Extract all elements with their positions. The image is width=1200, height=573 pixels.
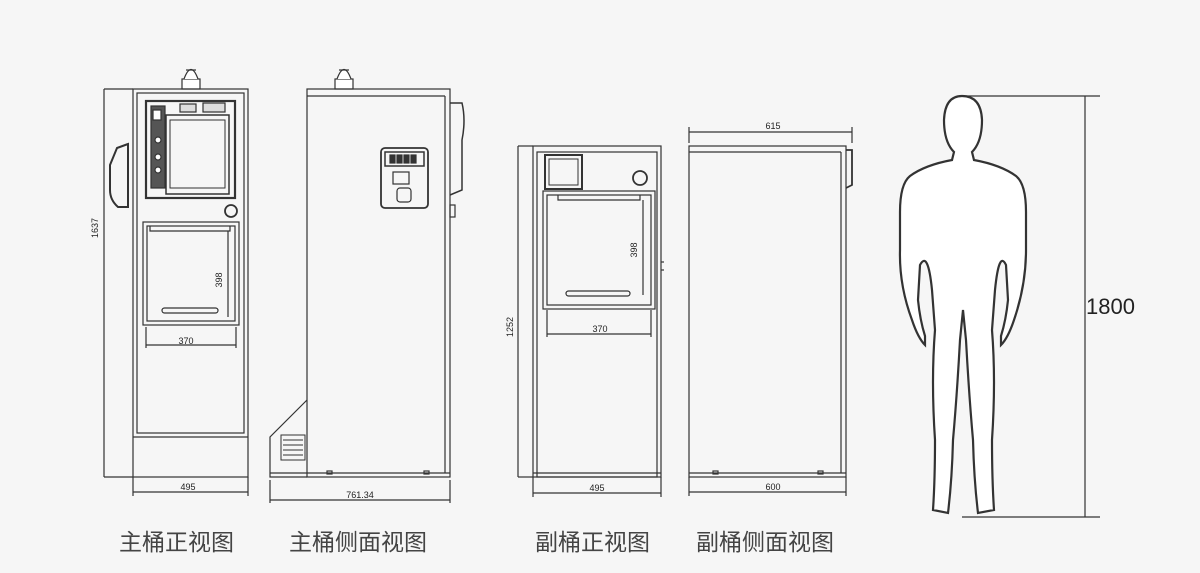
sub-opening-width-label: 370 bbox=[592, 324, 607, 334]
sub-width-label: 495 bbox=[589, 483, 604, 493]
sensor-icon bbox=[632, 170, 648, 186]
main-opening-width-label: 370 bbox=[178, 336, 193, 346]
warning-light-icon bbox=[334, 68, 354, 90]
sub-bin-side-view: 615 600 bbox=[688, 121, 853, 496]
caption-main-front: 主桶正视图 bbox=[119, 530, 234, 556]
sub-side-top-label: 615 bbox=[765, 121, 780, 131]
human-height-label: 1800 bbox=[1086, 294, 1135, 319]
caption-sub-front: 副桶正视图 bbox=[535, 530, 650, 556]
side-handle bbox=[109, 142, 129, 208]
human-silhouette-icon bbox=[898, 94, 1028, 515]
sub-bin-body bbox=[532, 145, 662, 478]
main-bin-side-view: 761.34 bbox=[269, 68, 465, 503]
side-base-ramp bbox=[269, 399, 308, 478]
sub-bin-front-view: 370 398 1252 495 bbox=[505, 145, 664, 497]
main-opening-door bbox=[142, 221, 240, 326]
main-opening-height-label: 398 bbox=[214, 272, 224, 287]
sub-side-depth-label: 600 bbox=[765, 482, 780, 492]
caption-sub-side: 副桶侧面视图 bbox=[696, 530, 834, 556]
main-side-depth-label: 761.34 bbox=[346, 490, 374, 500]
sub-side-body bbox=[688, 145, 847, 478]
caption-main-side: 主桶侧面视图 bbox=[289, 530, 427, 556]
main-side-body bbox=[306, 88, 451, 478]
control-panel bbox=[144, 99, 237, 200]
sensor-icon bbox=[224, 204, 238, 218]
payment-module bbox=[380, 147, 429, 209]
warning-light-icon bbox=[181, 68, 201, 90]
sub-opening-door bbox=[542, 190, 656, 310]
main-height-label: 1637 bbox=[90, 218, 100, 238]
sub-opening-height-label: 398 bbox=[629, 242, 639, 257]
main-bin-front-view: 370 398 1637 495 bbox=[90, 68, 249, 496]
vent-grille bbox=[280, 434, 306, 461]
sub-height-label: 1252 bbox=[505, 317, 515, 337]
main-bin-body bbox=[132, 88, 249, 478]
main-width-label: 495 bbox=[180, 482, 195, 492]
